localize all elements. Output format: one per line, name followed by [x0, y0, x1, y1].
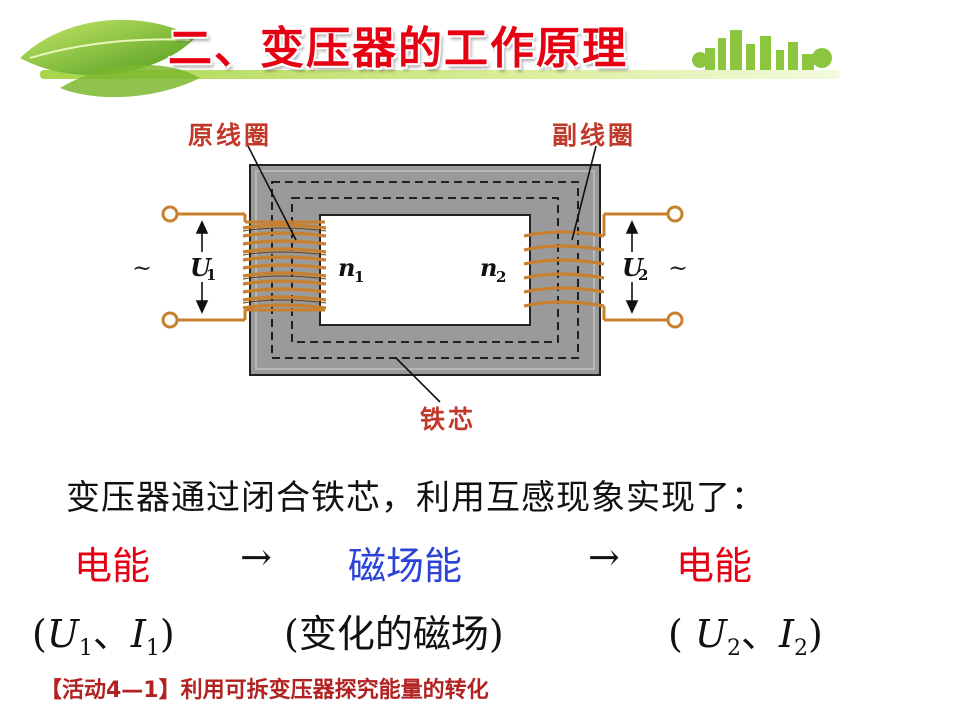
magnetic-field-note: (变化的磁场)	[284, 612, 504, 656]
primary-ac-symbol: ~	[132, 254, 152, 282]
paren-open: (	[668, 612, 695, 656]
leaf-icon	[60, 64, 200, 98]
u2-subscript: 2	[638, 266, 648, 284]
u2-subscript-text: 2	[726, 636, 741, 661]
transformer-diagram: U 1 ~ n 1 n 2	[132, 121, 688, 434]
u1-arrow	[195, 220, 209, 314]
flow-electric-energy-1: 电能	[74, 544, 151, 588]
description-sentence: 变压器通过闭合铁芯，利用互感现象实现了：	[66, 478, 766, 518]
secondary-leader-line	[571, 145, 597, 241]
secondary-terminal-top	[666, 205, 684, 223]
paren-close: )	[807, 612, 823, 656]
primary-terminal-bottom	[161, 311, 179, 329]
flow-arrow-2: →	[588, 535, 620, 579]
primary-coil	[243, 214, 325, 320]
paren-close: )	[159, 612, 175, 656]
u2-symbol: U	[694, 612, 727, 656]
primary-terminal-top	[161, 205, 179, 223]
secondary-coil-label: 副线圈	[552, 121, 636, 150]
banner-stripe	[40, 70, 840, 79]
leaf-icon	[20, 19, 195, 76]
primary-circuit	[177, 212, 245, 322]
secondary-terminal-bottom	[666, 311, 684, 329]
flow-arrow-1: →	[240, 535, 272, 579]
i1-subscript-text: 1	[145, 636, 160, 661]
page-title: 二、变压器的工作原理	[168, 23, 628, 74]
title-banner	[20, 19, 840, 98]
paren-open: (	[32, 612, 47, 656]
i2-subscript-text: 2	[793, 636, 808, 661]
secondary-circuit	[604, 212, 668, 322]
separator: 、	[92, 612, 131, 656]
core-label: 铁芯	[420, 405, 476, 434]
secondary-ac-symbol: ~	[668, 254, 688, 282]
activity-caption: 【活动4—1】利用可拆变压器探究能量的转化	[40, 678, 489, 703]
n1-subscript: 1	[354, 268, 364, 286]
u2-arrow	[625, 220, 639, 314]
i2-symbol: I	[778, 612, 794, 656]
i1-symbol: I	[130, 612, 146, 656]
flux-path-outer	[271, 181, 579, 359]
u1-subscript: 1	[206, 266, 216, 284]
separator: 、	[740, 612, 779, 656]
iron-core	[249, 164, 601, 376]
n2-label: n	[480, 253, 497, 282]
town-skyline-icon	[692, 30, 832, 70]
u1-subscript-text: 1	[78, 636, 93, 661]
primary-coil-label: 原线圈	[188, 121, 272, 150]
secondary-coil	[523, 230, 605, 308]
u1-label: U	[190, 253, 213, 282]
flow-electric-energy-2: 电能	[676, 544, 753, 588]
flux-path-inner	[291, 197, 559, 343]
u1-symbol: U	[46, 612, 79, 656]
u2-label: U	[622, 253, 645, 282]
secondary-quantities: ( U2、I2)	[668, 603, 823, 661]
flow-magnetic-energy: 磁场能	[348, 544, 463, 588]
core-leader-line	[395, 357, 441, 403]
n2-subscript: 2	[496, 268, 506, 286]
primary-leader-line	[247, 145, 297, 241]
primary-quantities: (U1、I1)	[32, 603, 175, 661]
n1-label: n	[338, 253, 355, 282]
